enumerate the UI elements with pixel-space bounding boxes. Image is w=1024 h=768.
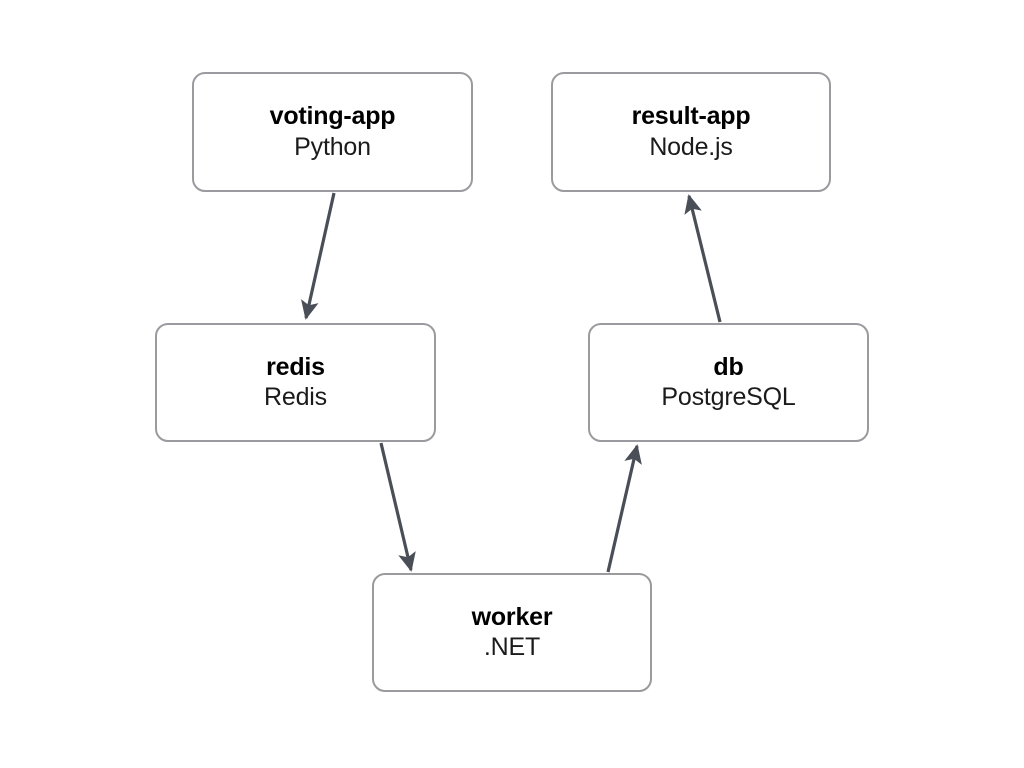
edge-voting-app-to-redis xyxy=(301,192,336,320)
edge-redis-to-worker xyxy=(379,442,416,572)
node-result-app[interactable]: result-app Node.js xyxy=(551,72,831,192)
node-voting-app[interactable]: voting-app Python xyxy=(192,72,473,192)
node-db[interactable]: db PostgreSQL xyxy=(588,323,869,442)
node-subtitle: Redis xyxy=(264,383,327,412)
node-subtitle: Node.js xyxy=(649,132,733,161)
node-title: result-app xyxy=(631,102,751,131)
node-title: redis xyxy=(266,352,325,381)
node-worker[interactable]: worker .NET xyxy=(372,573,652,692)
node-title: db xyxy=(713,352,744,381)
node-title: voting-app xyxy=(269,102,396,131)
node-subtitle: PostgreSQL xyxy=(661,383,796,412)
node-subtitle: .NET xyxy=(483,633,541,662)
node-redis[interactable]: redis Redis xyxy=(155,323,436,442)
node-title: worker xyxy=(471,602,553,631)
edge-db-to-result-app xyxy=(684,194,722,323)
edge-worker-to-db xyxy=(606,444,642,573)
node-subtitle: Python xyxy=(294,132,371,161)
